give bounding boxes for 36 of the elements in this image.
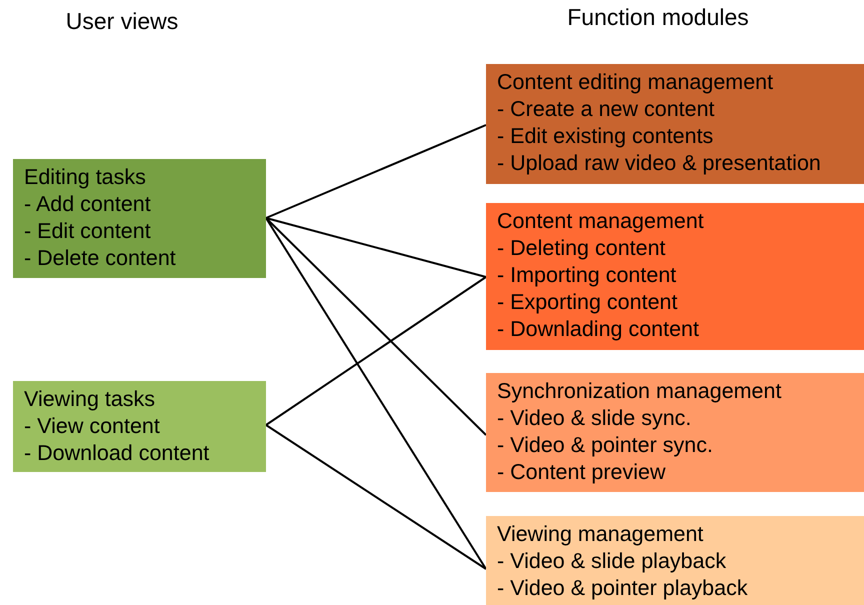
list-item: - Delete content: [24, 245, 176, 272]
list-item: - View content: [24, 413, 160, 440]
list-item: - Exporting content: [497, 289, 678, 316]
list-item: - Add content: [24, 191, 151, 218]
module-box: [486, 516, 864, 605]
box-title: Editing tasks: [24, 164, 146, 191]
list-item: - Video & slide playback: [497, 548, 726, 575]
box-title: Content management: [497, 208, 704, 235]
list-item: - Importing content: [497, 262, 676, 289]
list-item: - Edit existing contents: [497, 123, 714, 150]
box-title: Synchronization management: [497, 378, 782, 405]
box-title: Viewing management: [497, 521, 704, 548]
box-title: Viewing tasks: [24, 386, 156, 413]
connector-line: [266, 217, 486, 278]
list-item: - Deleting content: [497, 235, 666, 262]
box-title: Content editing management: [497, 69, 774, 96]
list-item: - Create a new content: [497, 96, 715, 123]
list-item: - Video & pointer sync.: [497, 432, 713, 459]
module-box: [13, 381, 266, 472]
list-item: - Video & slide sync.: [497, 405, 692, 432]
list-item: - Upload raw video & presentation: [497, 150, 821, 177]
module-box: [13, 159, 266, 278]
list-item: - Download content: [24, 440, 210, 467]
connector-line: [265, 424, 487, 570]
list-item: - Edit content: [24, 218, 151, 245]
list-item: - Video & pointer playback: [497, 575, 748, 602]
connector-line: [265, 276, 487, 426]
column-heading: User views: [66, 8, 178, 35]
list-item: - Downlading content: [497, 316, 699, 343]
connector-line: [265, 217, 487, 436]
module-box: [486, 64, 864, 184]
module-box: [486, 203, 864, 350]
module-box: [486, 373, 864, 492]
column-heading: Function modules: [567, 4, 749, 31]
list-item: - Content preview: [497, 459, 666, 486]
connector-line: [266, 124, 486, 219]
